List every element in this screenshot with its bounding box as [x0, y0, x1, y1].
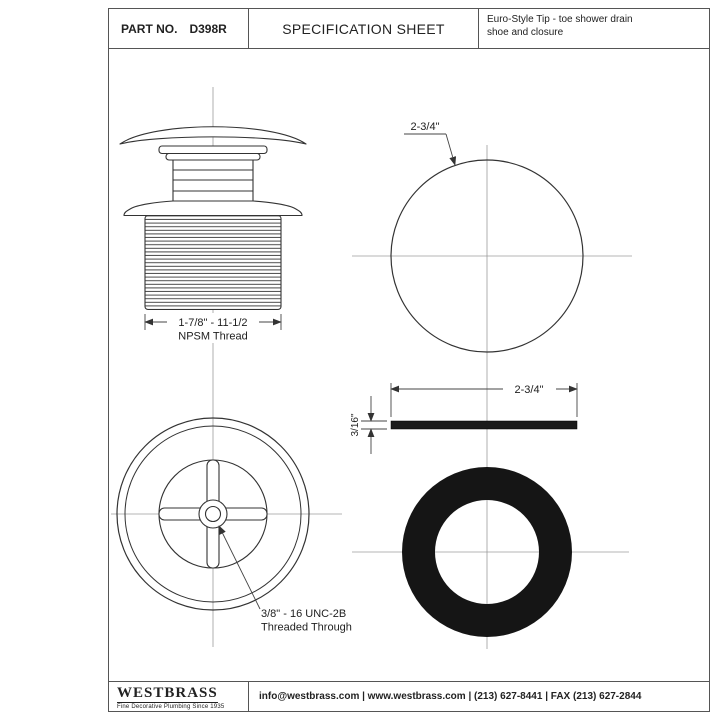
cap-collar-upper [158, 145, 268, 155]
drain-bottom-view: 3/8" - 16 UNC-2B Threaded Through [116, 417, 352, 634]
brand-logo: WESTBRASS Fine Decorative Plumbing Since… [109, 682, 248, 711]
drain-top-view: 2-3/4" [390, 121, 584, 353]
threaded-body [144, 214, 282, 311]
bottom-thread-type-label: Threaded Through [261, 622, 352, 634]
washer-profile [390, 420, 578, 430]
brand-tagline: Fine Decorative Plumbing Since 1935 [117, 704, 225, 710]
drawing-area: 1-7/8" - 11-1/2 NPSM Thread 2-3/4" 2-3/4… [109, 49, 709, 681]
washer-width-label: 2-3/4" [515, 384, 544, 396]
brand-name: WESTBRASS [117, 685, 218, 703]
dimension-text-mask [167, 313, 259, 343]
header-row: PART NO. D398R SPECIFICATION SHEET Euro-… [109, 9, 709, 49]
technical-drawing: 1-7/8" - 11-1/2 NPSM Thread 2-3/4" 2-3/4… [111, 87, 632, 649]
product-description: Euro-Style Tip - toe shower drain shoe a… [487, 14, 633, 38]
part-number-cell: PART NO. D398R [109, 9, 249, 48]
drain-flange [123, 200, 303, 217]
leader-line [218, 525, 261, 610]
part-number-label: PART NO. [121, 21, 178, 36]
bottom-view-outer-ring [116, 417, 310, 611]
contact-text: info@westbrass.com | www.westbrass.com |… [259, 691, 642, 702]
washer-thickness-label: 3/16" [350, 413, 361, 436]
washer-side-view: 2-3/4" 3/16" [350, 383, 578, 454]
top-view-diameter-label: 2-3/4" [411, 121, 440, 133]
sheet-title-cell: SPECIFICATION SHEET [249, 9, 479, 48]
sheet-title: SPECIFICATION SHEET [282, 20, 445, 37]
npsm-thread-dimension-label: 1-7/8" - 11-1/2 [178, 317, 247, 329]
cap-collar-lower [165, 152, 261, 161]
cap-profile [119, 126, 307, 145]
side-view-dimension: 1-7/8" - 11-1/2 NPSM Thread [144, 313, 282, 343]
contact-info-cell: info@westbrass.com | www.westbrass.com |… [248, 682, 709, 711]
bottom-thread-dimension-label: 3/8" - 16 UNC-2B [261, 608, 346, 620]
part-number-value: D398R [189, 21, 227, 36]
spec-sheet-page: PART NO. D398R SPECIFICATION SHEET Euro-… [108, 8, 710, 712]
washer-top-view [402, 467, 572, 637]
footer-row: WESTBRASS Fine Decorative Plumbing Since… [109, 681, 709, 711]
drain-side-view [119, 126, 307, 311]
leader-line [445, 133, 457, 166]
product-description-cell: Euro-Style Tip - toe shower drain shoe a… [479, 9, 709, 48]
bottom-view-inner-ring [124, 425, 302, 603]
npsm-thread-type-label: NPSM Thread [178, 331, 248, 343]
center-threaded-hole [204, 505, 222, 523]
top-view-outline [390, 159, 584, 353]
